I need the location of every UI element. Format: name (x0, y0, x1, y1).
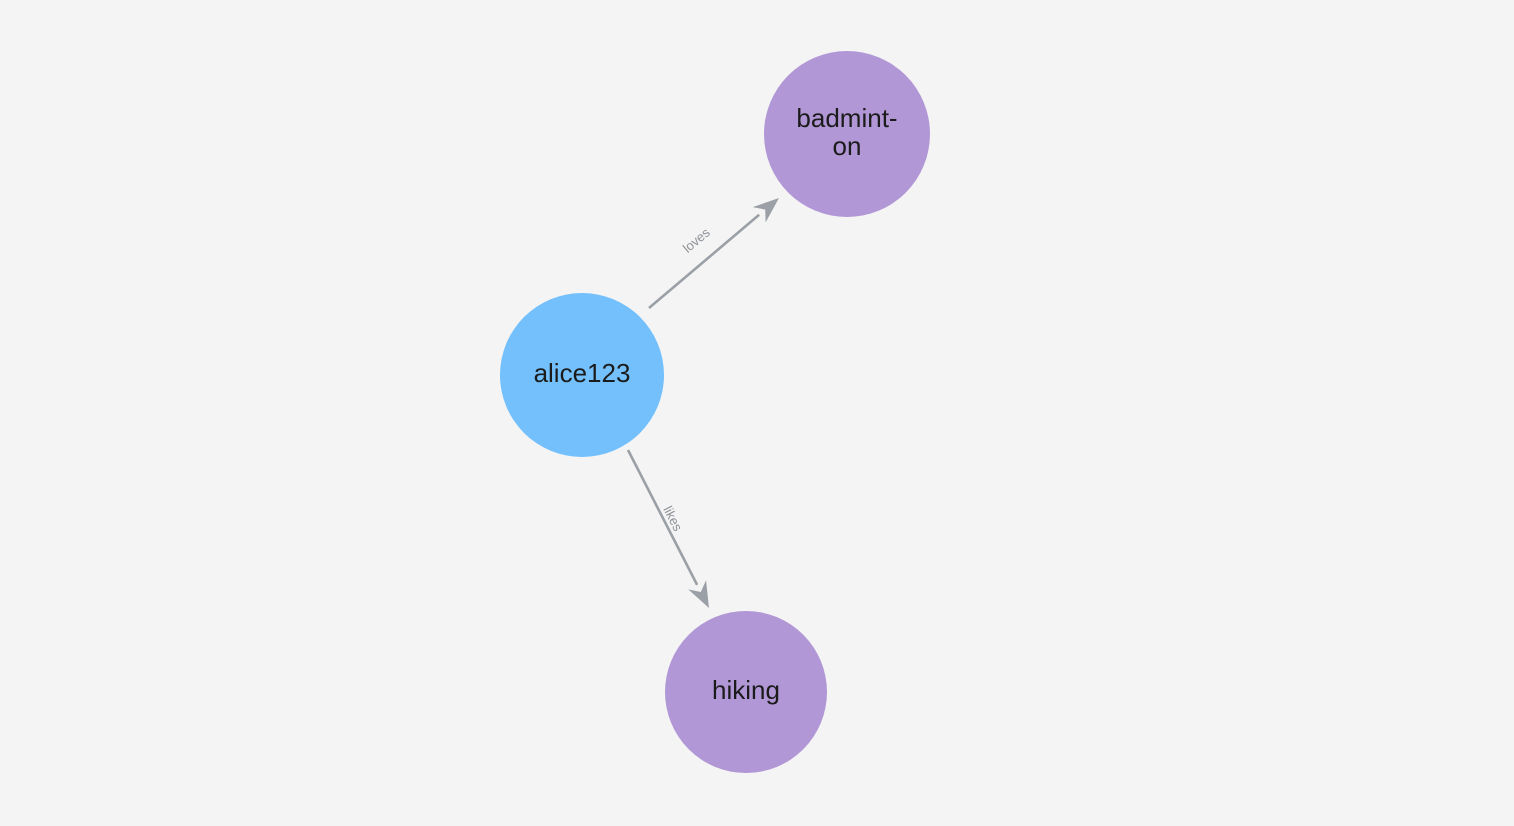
edge-line (648, 213, 760, 309)
node-circle[interactable] (764, 51, 930, 217)
edge-label: loves (680, 224, 713, 255)
nodes-layer: alice123 badmint-on hiking (500, 51, 930, 773)
edge-arrowhead (752, 198, 779, 223)
graph-node-badminton[interactable]: badmint-on (764, 51, 930, 217)
graph-edge[interactable]: likes (626, 449, 709, 608)
node-circle[interactable] (500, 293, 664, 457)
graph-node-hiking[interactable]: hiking (665, 611, 827, 773)
edge-line (626, 449, 699, 586)
edge-arrowhead (688, 580, 709, 608)
graph-edge[interactable]: loves (648, 198, 779, 309)
node-circle[interactable] (665, 611, 827, 773)
graph-node-alice123[interactable]: alice123 (500, 293, 664, 457)
